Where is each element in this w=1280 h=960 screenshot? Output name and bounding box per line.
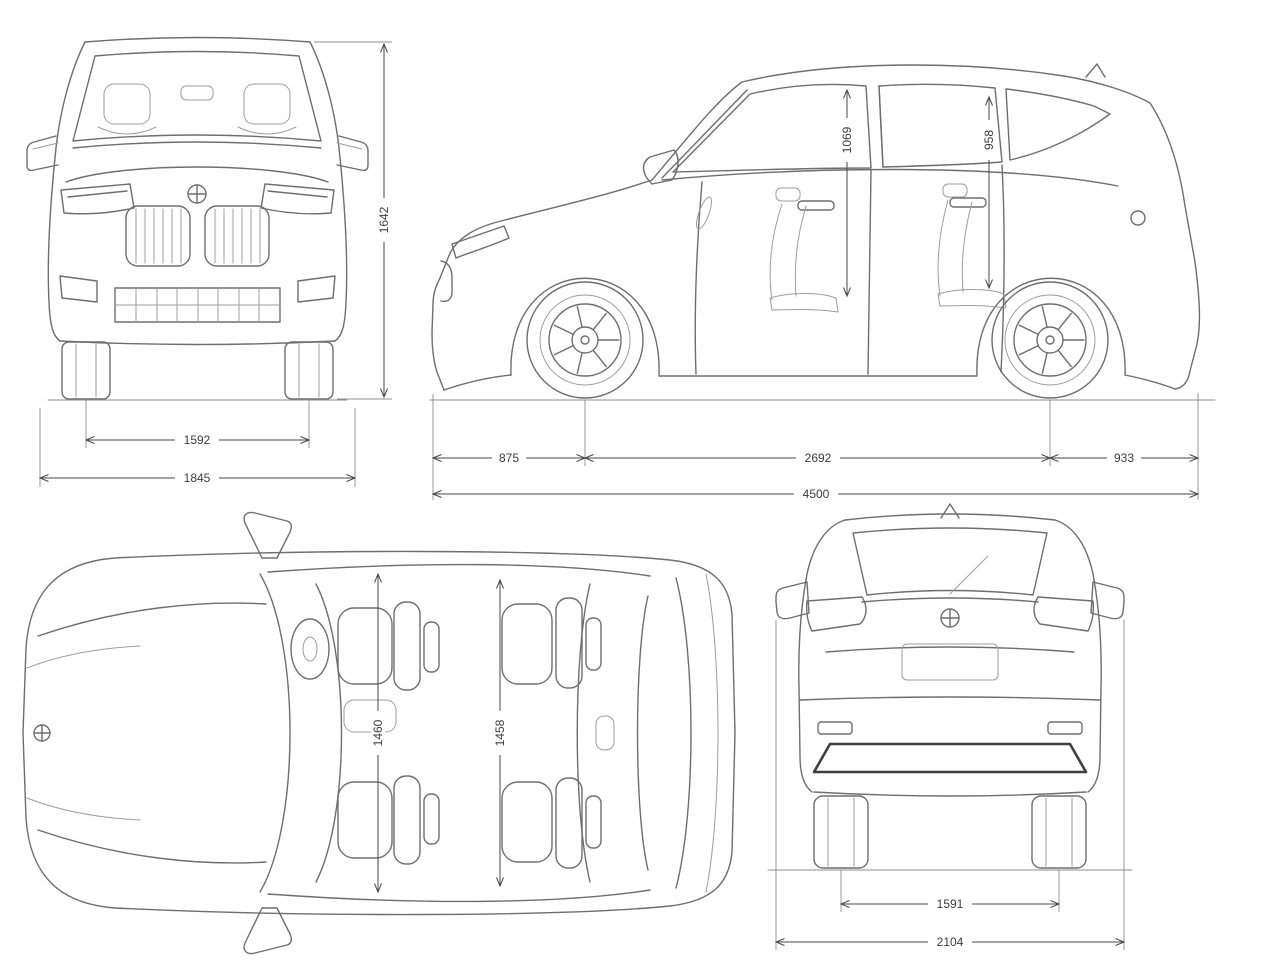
bmw-roundel-rear-icon — [940, 608, 960, 628]
top-body-outline — [22, 550, 736, 916]
side-dim-rear-interior-height: 958 — [982, 95, 996, 290]
front-view: 1642 1592 1845 — [26, 36, 392, 487]
side-front-details — [440, 210, 1146, 303]
side-doors — [694, 164, 1005, 375]
front-dim-width: 1845 — [38, 408, 357, 487]
bmw-roundel-icon — [187, 184, 207, 204]
front-right-mirror — [336, 135, 369, 172]
front-dim-track: 1592 — [84, 399, 311, 448]
top-left-mirror — [243, 511, 292, 559]
top-glass — [259, 563, 719, 903]
top-right-mirror — [243, 907, 292, 955]
rear-wheels — [767, 795, 1133, 871]
side-view: 1069 958 875 2692 933 4500 — [429, 63, 1216, 501]
rear-dim-width-mirrors: 2104 — [774, 620, 1126, 950]
dim-label-rear-interior-width: 1458 — [493, 719, 507, 746]
top-interior — [290, 597, 615, 869]
top-dim-rear-interior-width: 1458 — [493, 578, 507, 888]
front-left-mirror — [26, 135, 59, 172]
dim-label-front-interior-height: 1069 — [840, 126, 854, 153]
rear-bumper — [799, 696, 1101, 774]
dim-label-rear-track: 1591 — [937, 897, 964, 911]
dim-label-wheelbase: 2692 — [805, 451, 832, 465]
kidney-grille — [125, 205, 270, 267]
rear-right-mirror — [1090, 581, 1125, 620]
dim-label-overall-width: 1845 — [184, 471, 211, 485]
dim-label-rear-interior-height: 958 — [982, 130, 996, 150]
side-wheels — [429, 281, 1216, 401]
front-wheels — [47, 341, 348, 401]
dim-label-front-track: 1592 — [184, 433, 211, 447]
rear-body-outline — [798, 503, 1102, 797]
side-glasshouse — [661, 83, 1119, 187]
dim-label-rear-overhang: 933 — [1114, 451, 1134, 465]
top-dim-front-interior-width: 1460 — [371, 572, 385, 894]
front-bumper — [59, 275, 336, 323]
rear-window — [852, 527, 1048, 596]
dim-label-front-overhang: 875 — [499, 451, 519, 465]
side-dims-bottom: 875 2692 933 4500 — [431, 393, 1200, 501]
dim-label-overall-height: 1642 — [377, 206, 391, 233]
front-interior — [97, 83, 297, 135]
side-dim-front-interior-height: 1069 — [840, 88, 854, 298]
front-headlights — [60, 183, 335, 215]
dim-label-overall-width-mirrors: 2104 — [937, 935, 964, 949]
bmw-roundel-top-icon — [33, 724, 51, 742]
rear-view: 1591 2104 — [767, 503, 1133, 950]
dim-label-overall-length: 4500 — [803, 487, 830, 501]
rear-tailgate — [805, 596, 1095, 681]
top-view: 1460 1458 — [22, 511, 736, 955]
side-mirror — [642, 149, 679, 185]
rear-left-mirror — [775, 581, 810, 620]
side-interior — [696, 183, 1007, 313]
front-dim-height: 1642 — [314, 41, 392, 400]
rear-dim-track: 1591 — [839, 870, 1061, 912]
dim-label-front-interior-width: 1460 — [371, 719, 385, 746]
side-body-outline — [431, 63, 1201, 391]
